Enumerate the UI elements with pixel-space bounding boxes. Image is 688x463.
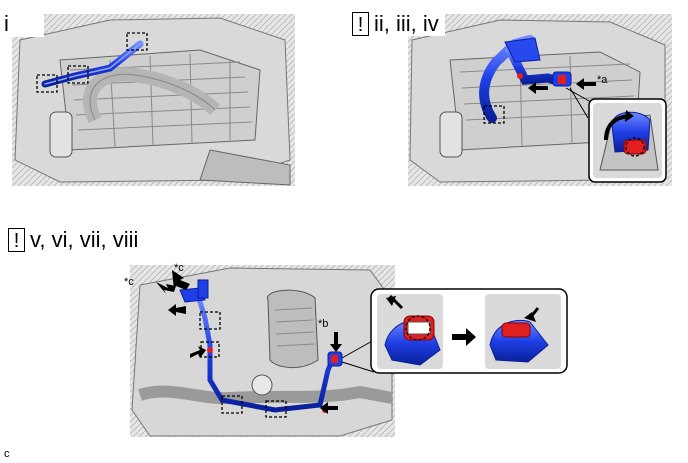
figure-id: c	[4, 448, 10, 460]
engine-illustration-step-i	[12, 14, 295, 186]
step-text: ii, iii, iv	[374, 11, 439, 36]
step-label-i: i	[0, 12, 44, 37]
callout-a: *a	[597, 74, 608, 86]
callout-c-left: *c	[124, 276, 134, 288]
step-text: i	[4, 11, 9, 36]
step-label-v-viii: !v, vi, vii, viii	[8, 227, 139, 252]
caution-icon: !	[8, 228, 25, 252]
callout-b: *b	[318, 318, 329, 330]
step-text: v, vi, vii, viii	[30, 227, 139, 252]
engine-illustration-step-v-viii	[130, 265, 568, 437]
step-label-ii-iv: !ii, iii, iv	[350, 12, 445, 36]
callout-c-top: *c	[174, 262, 184, 274]
engine-illustration-step-ii-iv	[408, 14, 672, 186]
caution-icon: !	[352, 12, 369, 36]
